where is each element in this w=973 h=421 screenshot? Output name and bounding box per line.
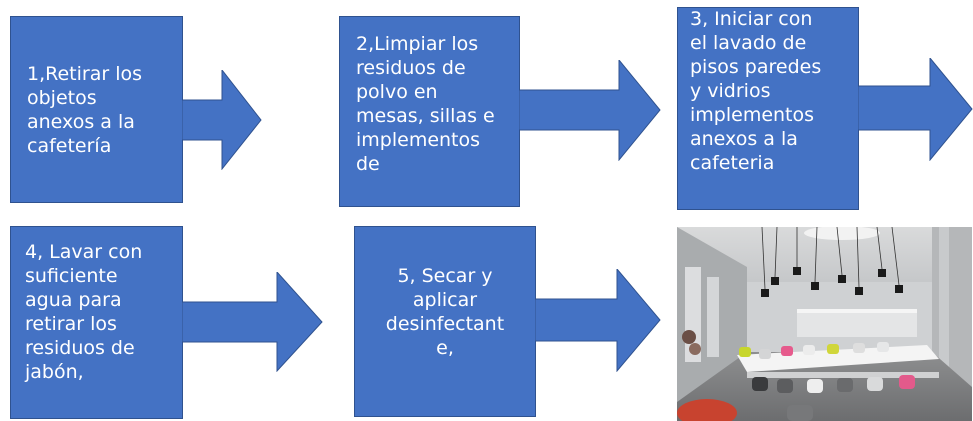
step-2-label: 2,Limpiar los residuos de polvo en mesas… (356, 33, 495, 175)
step-1-label: 1,Retirar los objetos anexos a la cafete… (27, 63, 143, 157)
step-4-box (10, 226, 183, 419)
cafeteria-interior-photo-icon (677, 227, 972, 421)
step-5-label: 5, Secar y aplicar desinfectant e, (385, 265, 505, 359)
step-3-label: 3, Iniciar con el lavado de pisos parede… (690, 8, 822, 174)
step-2-box (339, 16, 520, 207)
step-5-box (354, 226, 536, 417)
step-3-box (677, 7, 859, 210)
step-2-arrow-icon (519, 60, 661, 161)
step-4-label: 4, Lavar con suficiente agua para retira… (25, 241, 143, 383)
step-1-box (10, 16, 183, 203)
step-1-arrow-icon (182, 70, 262, 170)
step-4-arrow-icon (182, 272, 323, 372)
step-5-arrow-icon (535, 269, 661, 372)
step-3-arrow-icon (858, 58, 973, 161)
cafeteria-photo (677, 227, 972, 421)
